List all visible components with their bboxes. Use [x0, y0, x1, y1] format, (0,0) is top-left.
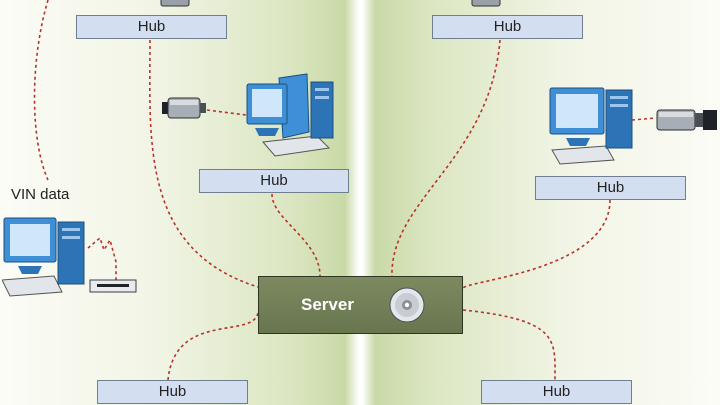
hub-mid-right: Hub [535, 176, 686, 200]
server-box: Server [258, 276, 463, 334]
camera-icon [160, 0, 190, 7]
disc-icon [389, 287, 425, 323]
hub-top-right: Hub [432, 15, 583, 39]
computer-icon [246, 73, 334, 157]
hub-bottom-right: Hub [481, 380, 632, 404]
hub-mid-left: Hub [199, 169, 349, 193]
vin-data-label: VIN data [11, 186, 70, 203]
card-reader-icon [89, 279, 137, 293]
hub-top-left: Hub [76, 15, 227, 39]
camera-icon [656, 109, 717, 131]
server-label: Server [301, 295, 354, 314]
computer-icon [2, 217, 85, 297]
computer-icon [549, 87, 633, 165]
camera-icon [162, 97, 206, 119]
camera-icon [471, 0, 501, 7]
hub-bottom-left: Hub [97, 380, 248, 404]
